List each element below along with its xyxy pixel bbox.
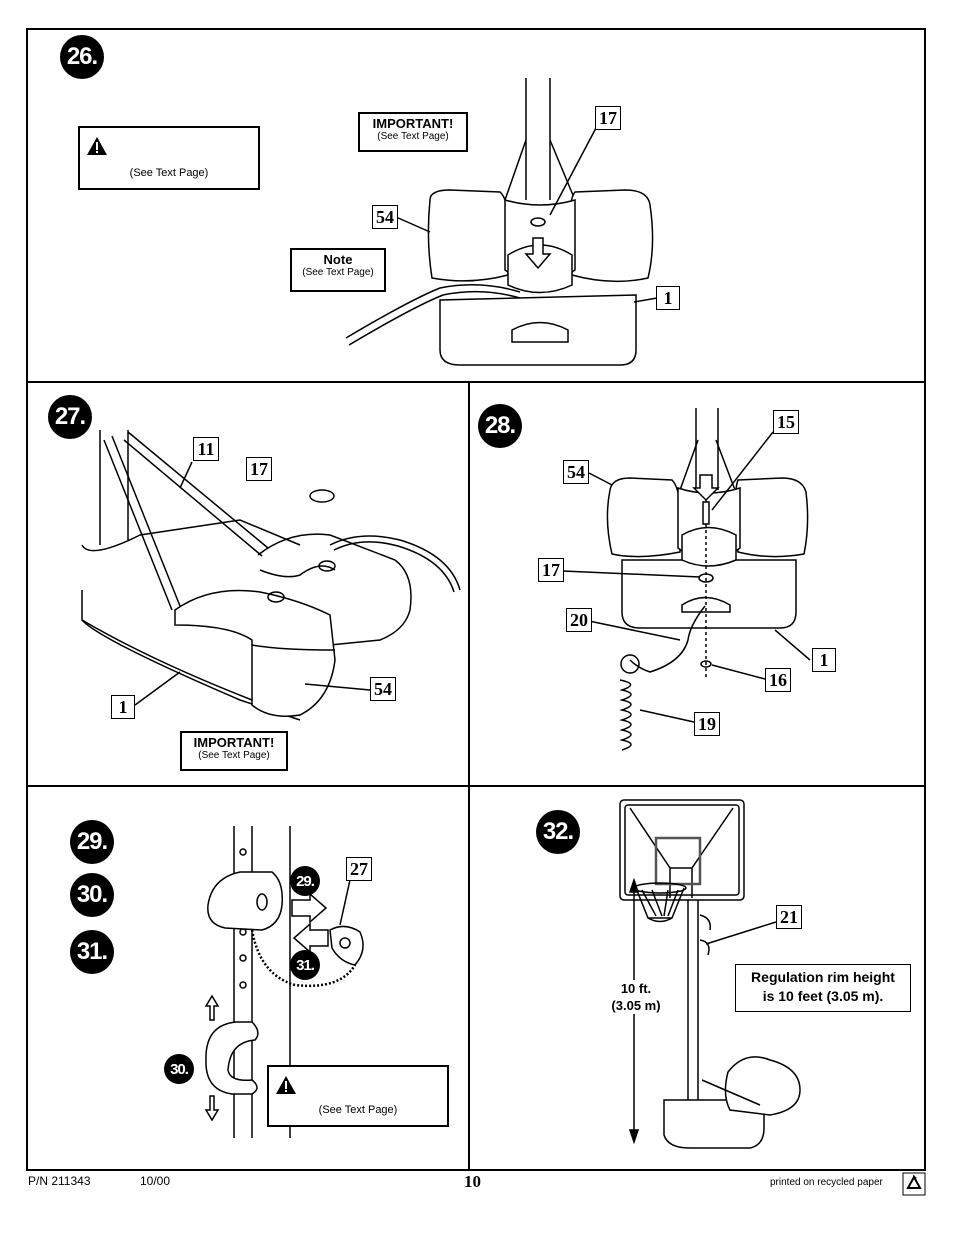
important-box-27: IMPORTANT! (See Text Page) <box>180 731 288 771</box>
warning-icon <box>276 1076 296 1094</box>
page-number: 10 <box>464 1172 481 1191</box>
print-date: 10/00 <box>140 1174 171 1188</box>
part-label-1: 1 <box>812 648 836 672</box>
part-label-17: 17 <box>246 457 272 481</box>
part-label-54: 54 <box>370 677 396 701</box>
part-label-20: 20 <box>566 608 592 632</box>
part-label-54: 54 <box>563 460 589 484</box>
sub-step-30: 30. <box>164 1054 194 1084</box>
step-number-26: 26. <box>60 35 104 79</box>
part-label-17: 17 <box>595 106 621 130</box>
part-label-21: 21 <box>776 905 802 929</box>
step-number-32: 32. <box>536 810 580 854</box>
warning-box-26: (See Text Page) <box>78 126 260 190</box>
part-label-11: 11 <box>193 437 219 461</box>
warning-icon <box>87 137 107 155</box>
regulation-height-note: Regulation rim height is 10 feet (3.05 m… <box>735 964 911 1012</box>
step-number-28: 28. <box>478 404 522 448</box>
part-label-27: 27 <box>346 857 372 881</box>
step-number-31: 31. <box>70 930 114 974</box>
note-box-26: Note (See Text Page) <box>290 248 386 292</box>
sub-step-29: 29. <box>290 866 320 896</box>
step-number-29: 29. <box>70 820 114 864</box>
part-label-19: 19 <box>694 712 720 736</box>
part-label-16: 16 <box>765 668 791 692</box>
step-number-27: 27. <box>48 395 92 439</box>
part-number: P/N 211343 <box>28 1174 91 1188</box>
part-label-1: 1 <box>111 695 135 719</box>
recycled-note: printed on recycled paper <box>770 1177 883 1188</box>
part-label-1: 1 <box>656 286 680 310</box>
important-box-26: IMPORTANT! (See Text Page) <box>358 112 468 152</box>
part-label-54: 54 <box>372 205 398 229</box>
part-label-17: 17 <box>538 558 564 582</box>
recycle-icon <box>902 1172 926 1196</box>
rim-height-dimension: 10 ft. (3.05 m) <box>600 980 672 1014</box>
warning-text: (See Text Page) <box>318 1104 398 1116</box>
sub-step-31: 31. <box>290 950 320 980</box>
part-label-15: 15 <box>773 410 799 434</box>
step-number-30: 30. <box>70 873 114 917</box>
warning-box-29: (See Text Page) <box>267 1065 449 1127</box>
warning-text: (See Text Page) <box>129 167 209 179</box>
